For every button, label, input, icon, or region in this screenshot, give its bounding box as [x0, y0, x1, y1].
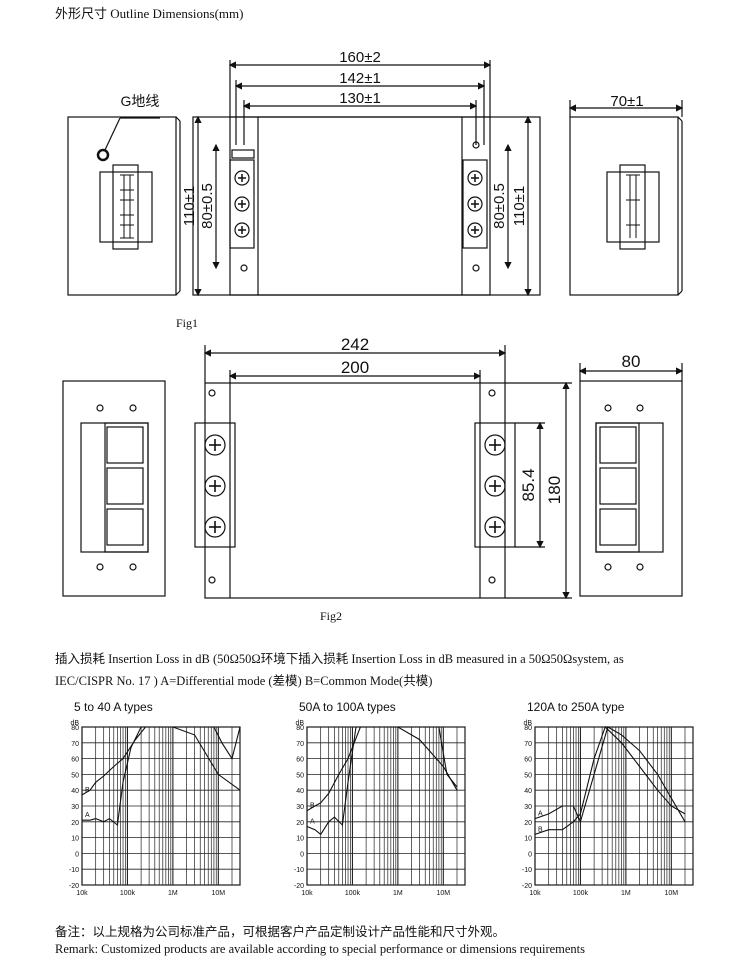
y-tick-label: 70 — [71, 741, 79, 748]
fig1-drawing: 160±2 142±1 130±1 70±1 G地线 110±1 80±0.5 … — [67, 49, 684, 297]
x-tick-label: 10M — [212, 890, 226, 897]
fig2-label: Fig2 — [320, 609, 343, 623]
dim-85: 85.4 — [519, 468, 538, 501]
page-title: 外形尺寸 Outline Dimensions(mm) — [55, 6, 244, 21]
chart-2: 50A to 100A types 80 70 60 50 40 30 20 10 0 -10 -20… — [287, 697, 487, 907]
y-tick-label: 30 — [524, 804, 532, 811]
dim-70: 70±1 — [610, 93, 643, 110]
y-tick-label: 0 — [300, 851, 304, 858]
y-tick-label: 20 — [524, 820, 532, 827]
dim-110-left: 110±1 — [181, 186, 198, 227]
y-tick-label: 80 — [296, 725, 304, 732]
series-line-A — [534, 726, 686, 824]
x-tick-label: 10k — [76, 890, 88, 897]
x-tick-label: 10k — [529, 890, 541, 897]
y-tick-label: -20 — [522, 883, 532, 890]
y-tick-label: 70 — [296, 741, 304, 748]
x-tick-label: 1M — [621, 890, 631, 897]
series-line-A — [306, 726, 458, 836]
x-tick-label: 10k — [301, 890, 313, 897]
remark-cn: 备注：以上规格为公司标准产品，可根据客户产品定制设计产品性能和尺寸外观。 — [55, 925, 506, 939]
y-tick-label: 50 — [71, 772, 79, 779]
y-tick-label: 10 — [524, 836, 532, 843]
y-tick-label: -20 — [69, 883, 79, 890]
series-line-B — [81, 726, 241, 796]
y-axis-label: dB — [523, 720, 532, 727]
series-line-B — [534, 726, 686, 835]
y-axis-label: dB — [295, 720, 304, 727]
series-line-B — [306, 726, 458, 812]
y-tick-label: 30 — [296, 804, 304, 811]
fig1-left-view — [67, 116, 177, 296]
ground-label: G地线 — [121, 93, 160, 109]
x-tick-label: 100k — [573, 890, 589, 897]
y-tick-label: 50 — [524, 772, 532, 779]
y-tick-label: 60 — [524, 757, 532, 764]
dim-110-right: 110±1 — [511, 186, 528, 227]
dim-160: 160±2 — [339, 49, 381, 66]
insertion-line-2: IEC/CISPR No. 17 ) A=Differential mode (… — [55, 674, 433, 688]
insertion-loss-description: 插入损耗 Insertion Loss in dB (50Ω50Ω环境下插入损耗… — [55, 648, 735, 692]
y-tick-label: -10 — [522, 867, 532, 874]
dim-242: 242 — [341, 335, 369, 354]
remark-en: Remark: Customized products are availabl… — [55, 942, 586, 956]
y-tick-label: -20 — [294, 883, 304, 890]
y-tick-label: -10 — [294, 867, 304, 874]
series-label-B: B — [538, 826, 543, 833]
y-tick-label: 10 — [71, 836, 79, 843]
series-label-B: B — [85, 787, 90, 794]
insertion-line-1: 插入损耗 Insertion Loss in dB (50Ω50Ω环境下插入损耗… — [55, 652, 624, 666]
y-tick-label: 80 — [71, 725, 79, 732]
y-tick-label: -10 — [69, 867, 79, 874]
y-tick-label: 50 — [296, 772, 304, 779]
x-tick-label: 1M — [168, 890, 178, 897]
fig1-right-view — [569, 116, 679, 296]
fig1-front-view — [192, 116, 541, 296]
y-tick-label: 40 — [71, 788, 79, 795]
fig2-right-view — [579, 380, 683, 597]
y-tick-label: 0 — [75, 851, 79, 858]
x-tick-label: 10M — [437, 890, 451, 897]
chart-title: 5 to 40 A types — [74, 700, 153, 714]
chart-title: 50A to 100A types — [299, 700, 396, 714]
fig2-front-view — [204, 382, 506, 599]
dim-80-right: 80±0.5 — [491, 183, 508, 229]
series-label-A: A — [538, 811, 543, 818]
y-tick-label: 40 — [524, 788, 532, 795]
dim-180: 180 — [545, 476, 564, 504]
dim-130: 130±1 — [339, 90, 381, 107]
fig1-label: Fig1 — [176, 316, 199, 330]
chart-3: 120A to 250A type 80 70 60 50 40 30 20 10 0 -10 -20… — [515, 697, 715, 907]
y-tick-label: 30 — [71, 804, 79, 811]
fig2-drawing: 242 200 80 85.4 180 — [62, 335, 684, 600]
dim-80-left: 80±0.5 — [199, 183, 216, 229]
y-axis-label: dB — [70, 720, 79, 727]
fig2-left-view — [62, 380, 166, 597]
y-tick-label: 20 — [296, 820, 304, 827]
y-tick-label: 60 — [296, 757, 304, 764]
y-tick-label: 40 — [296, 788, 304, 795]
dim-142: 142±1 — [339, 70, 381, 87]
chart-title: 120A to 250A type — [527, 700, 625, 714]
x-tick-label: 1M — [393, 890, 403, 897]
series-line-A — [82, 726, 241, 827]
y-tick-label: 0 — [528, 851, 532, 858]
y-tick-label: 80 — [524, 725, 532, 732]
x-tick-label: 10M — [665, 890, 679, 897]
series-label-B: B — [310, 803, 315, 810]
y-tick-label: 10 — [296, 836, 304, 843]
x-tick-label: 100k — [345, 890, 361, 897]
y-tick-label: 60 — [71, 757, 79, 764]
series-label-A: A — [310, 819, 315, 826]
chart-1: 5 to 40 A types 80 70 60 50 40 30 20 10 0 -10 -20 dB… — [62, 697, 262, 907]
y-tick-label: 70 — [524, 741, 532, 748]
dim-80: 80 — [622, 352, 641, 371]
y-tick-label: 20 — [71, 820, 79, 827]
dim-200: 200 — [341, 358, 369, 377]
x-tick-label: 100k — [120, 890, 136, 897]
series-label-A: A — [85, 812, 90, 819]
